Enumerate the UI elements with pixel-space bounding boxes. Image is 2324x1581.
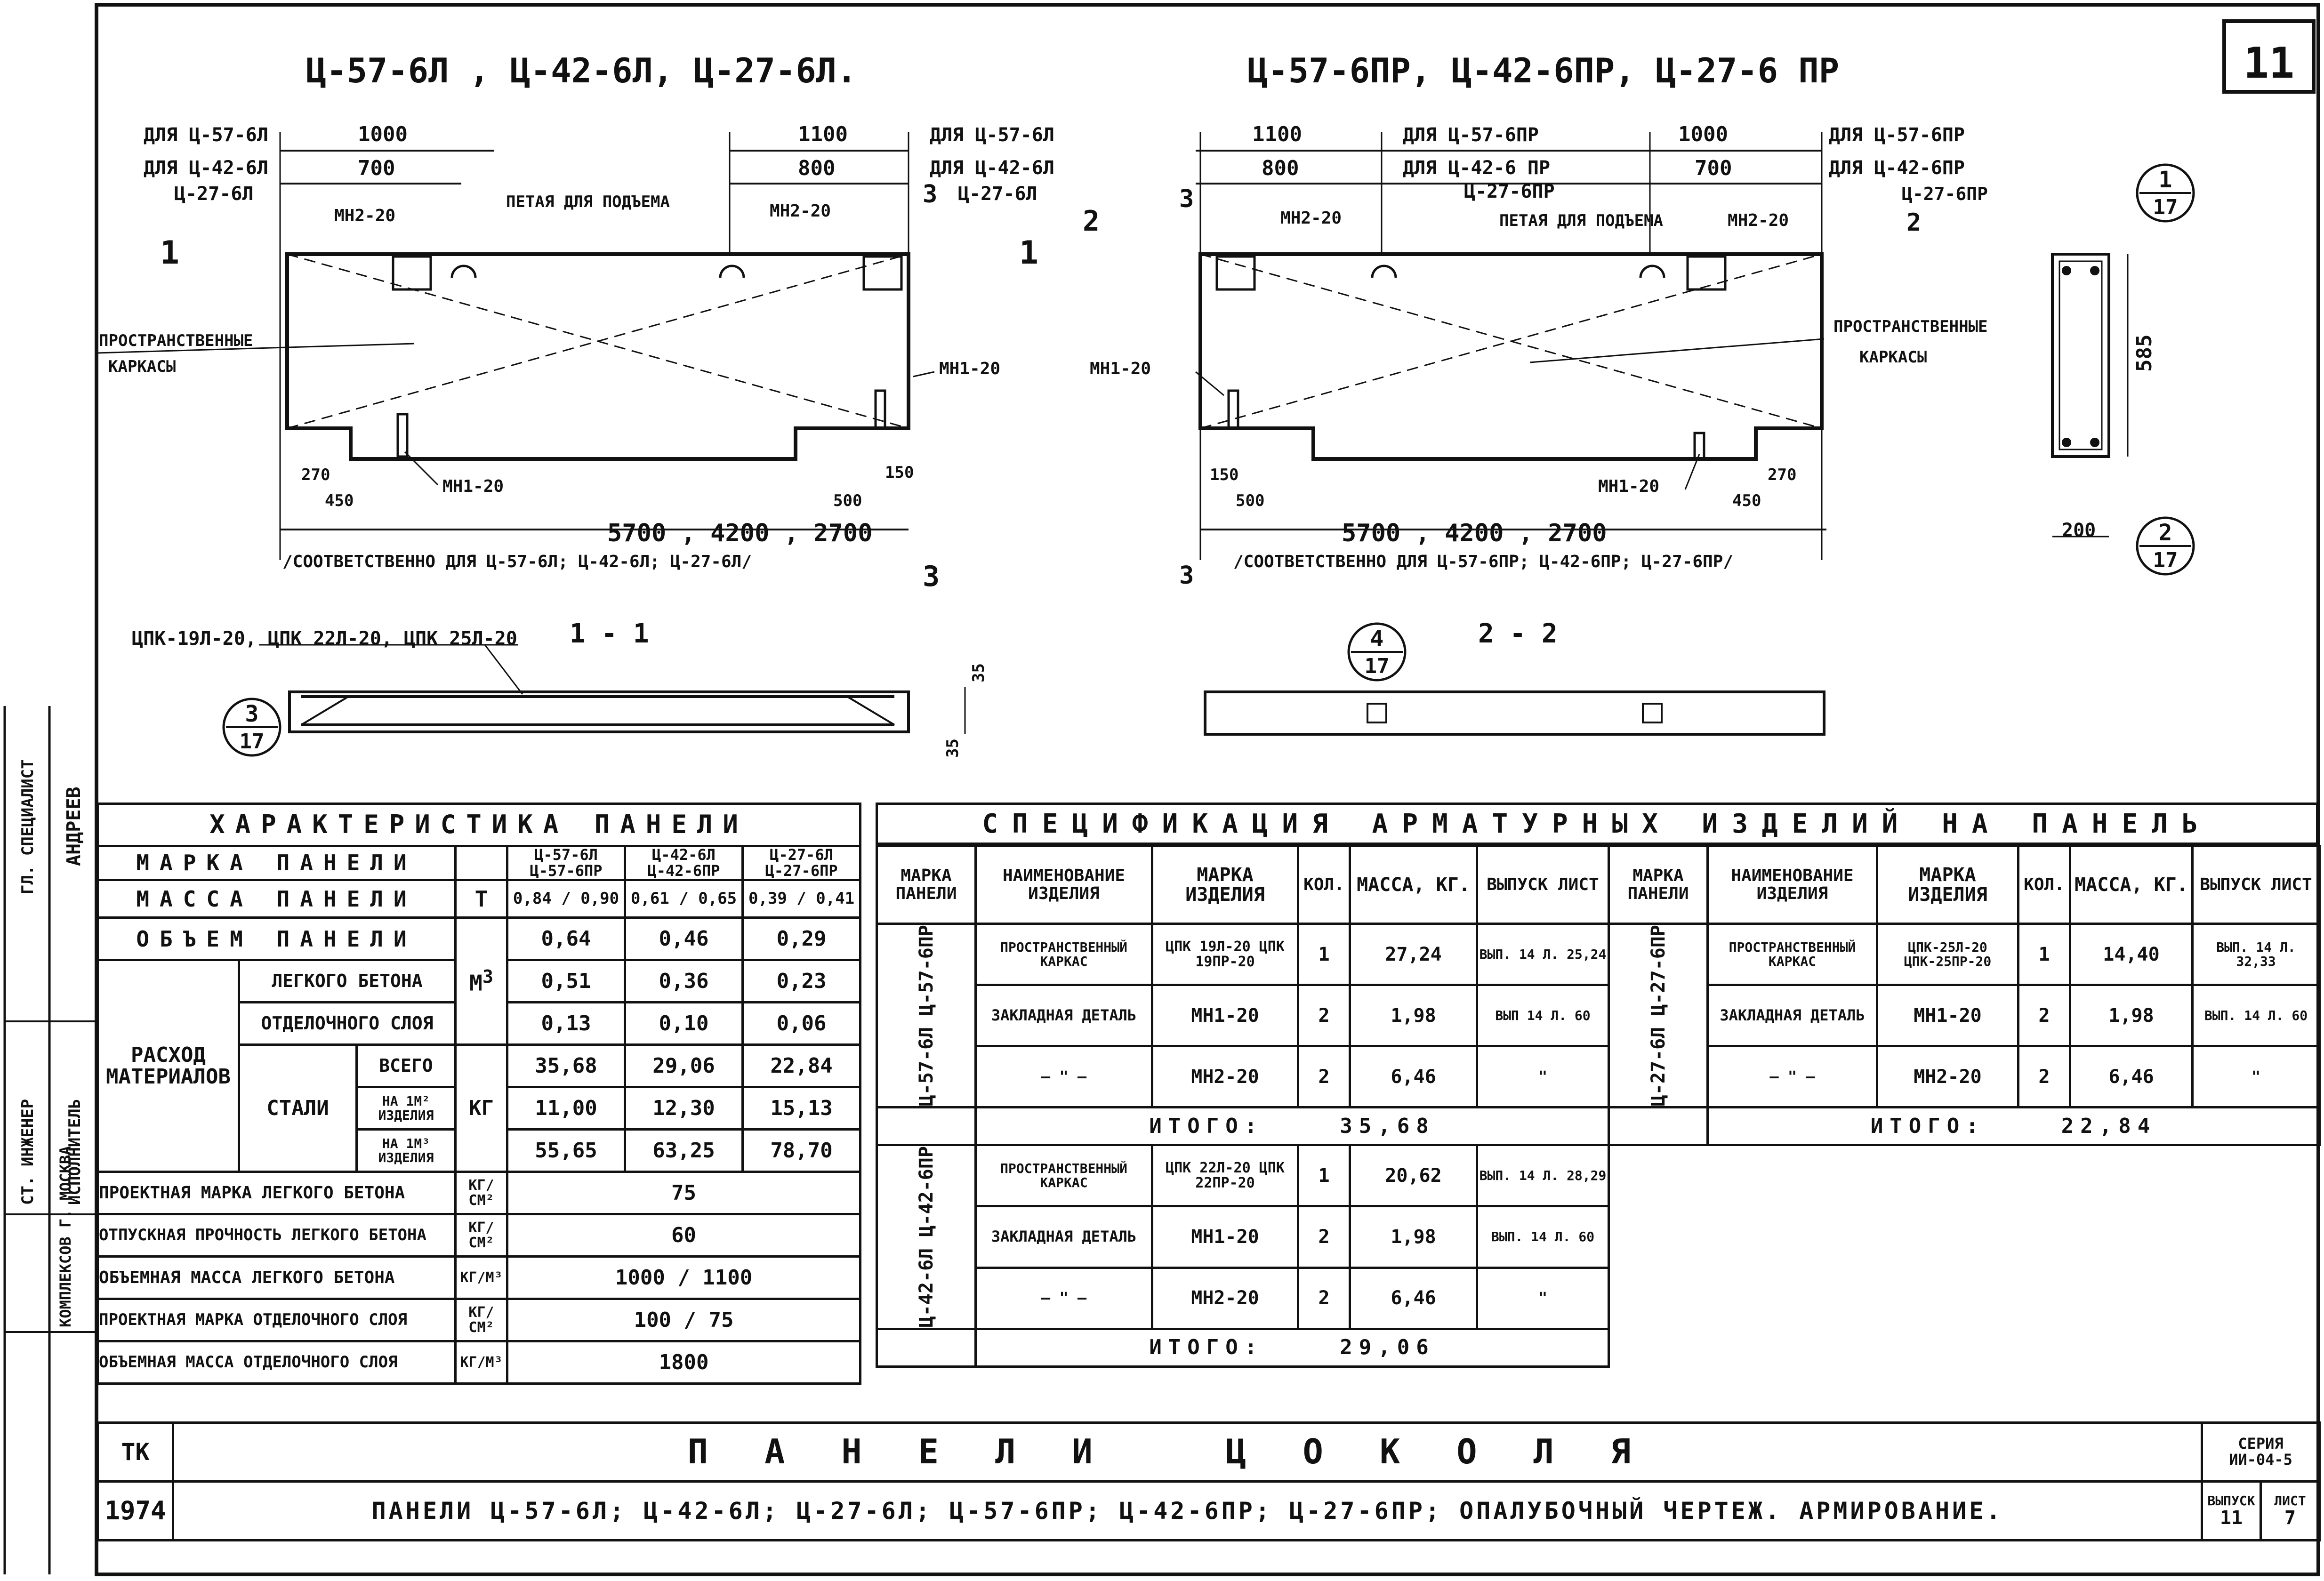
svg-text:2: 2	[1906, 209, 1921, 237]
svg-text:4: 4	[1370, 626, 1384, 652]
svg-text:ИСПОЛНИТЕЛЬ: ИСПОЛНИТЕЛЬ	[65, 1099, 84, 1205]
svg-text:МН1-20: МН1-20	[939, 359, 1000, 378]
svg-text:700: 700	[358, 156, 395, 180]
svg-text:200: 200	[2062, 520, 2096, 541]
svg-text:МН2-20: МН2-20	[334, 206, 395, 225]
svg-text:270: 270	[1768, 465, 1796, 484]
svg-text:ДЛЯ Ц-57-6ПР: ДЛЯ Ц-57-6ПР	[1403, 124, 1539, 146]
svg-text:ДЛЯ Ц-42-6ПР: ДЛЯ Ц-42-6ПР	[1829, 157, 1965, 179]
svg-text:150: 150	[1210, 465, 1238, 484]
svg-text:ПРОСТРАНСТВЕННЫЕ: ПРОСТРАНСТВЕННЫЕ	[99, 331, 253, 350]
svg-text:2: 2	[2159, 520, 2172, 546]
side-stamp	[3, 706, 96, 1574]
svg-text:1000: 1000	[1678, 122, 1728, 146]
svg-text:МН2-20: МН2-20	[1728, 211, 1789, 230]
svg-text:Ц-27-6ПР: Ц-27-6ПР	[1464, 181, 1555, 202]
svg-text:МН2-20: МН2-20	[1280, 209, 1342, 228]
panel-cross-section	[2051, 163, 2195, 576]
right-panel-elevation	[1195, 132, 1826, 560]
left-overall-length: 5700 , 4200 , 2700	[607, 519, 873, 547]
svg-text:450: 450	[1732, 491, 1761, 510]
svg-text:17: 17	[1365, 654, 1390, 678]
svg-text:ДЛЯ Ц-57-6ПР: ДЛЯ Ц-57-6ПР	[1829, 124, 1965, 146]
svg-text:ГЛ. СПЕЦИАЛИСТ: ГЛ. СПЕЦИАЛИСТ	[18, 759, 37, 894]
svg-text:МН1-20: МН1-20	[1598, 477, 1659, 496]
svg-text:3: 3	[245, 701, 259, 727]
svg-text:500: 500	[833, 491, 862, 510]
right-drawing-title: Ц-57-6ПР, Ц-42-6ПР, Ц-27-6 ПР	[1247, 51, 1839, 90]
svg-text:МН1-20: МН1-20	[1090, 359, 1151, 378]
svg-text:800: 800	[798, 156, 835, 180]
svg-text:585: 585	[2132, 335, 2156, 372]
left-drawing-title: Ц-57-6Л , Ц-42-6Л, Ц-27-6Л.	[306, 51, 857, 90]
svg-text:35: 35	[943, 738, 962, 758]
sheet-border	[95, 3, 2320, 1576]
title-block-title: ПАНЕЛИ ЦОКОЛЯ	[172, 1421, 2203, 1483]
title-block-org: ТК	[96, 1421, 174, 1483]
svg-text:ДЛЯ Ц-42-6 ПР: ДЛЯ Ц-42-6 ПР	[1403, 157, 1550, 179]
svg-text:МН1-20: МН1-20	[442, 477, 504, 496]
svg-text:1100: 1100	[1252, 122, 1302, 146]
svg-text:800: 800	[1262, 156, 1299, 180]
svg-text:Ц-27-6ПР: Ц-27-6ПР	[1902, 184, 1988, 204]
specification-table-left: МАРКА ПАНЕЛИ НАИМЕНОВАНИЕ ИЗДЕЛИЯ МАРКА …	[876, 845, 1610, 1368]
svg-text:17: 17	[2153, 195, 2178, 219]
svg-text:700: 700	[1695, 156, 1732, 180]
svg-text:1: 1	[2159, 167, 2172, 193]
svg-text:ПЕТАЯ ДЛЯ ПОДЪЕМА: ПЕТАЯ ДЛЯ ПОДЪЕМА	[1499, 211, 1663, 230]
svg-text:3: 3	[1179, 185, 1194, 213]
section-1-1	[222, 644, 966, 757]
sheet-number: 11	[2244, 39, 2294, 88]
svg-text:500: 500	[1236, 491, 1264, 510]
svg-text:ПРОСТРАНСТВЕННЫЕ: ПРОСТРАНСТВЕННЫЕ	[1833, 317, 1988, 336]
title-block-subtitle: ПАНЕЛИ Ц-57-6Л; Ц-42-6Л; Ц-27-6Л; Ц-57-6…	[172, 1480, 2203, 1541]
svg-text:ДЛЯ Ц-42-6Л: ДЛЯ Ц-42-6Л	[930, 157, 1054, 179]
svg-text:3: 3	[923, 560, 940, 593]
svg-text:1000: 1000	[358, 122, 408, 146]
svg-text:Ц-27-6Л: Ц-27-6Л	[174, 183, 254, 205]
svg-text:17: 17	[2153, 548, 2178, 572]
sheet-number-box	[2222, 19, 2316, 94]
svg-text:2: 2	[1083, 205, 1100, 238]
specification-table-right: МАРКА ПАНЕЛИ НАИМЕНОВАНИЕ ИЗДЕЛИЯ МАРКА …	[1608, 845, 2321, 1147]
svg-text:ДЛЯ Ц-57-6Л: ДЛЯ Ц-57-6Л	[144, 124, 268, 146]
svg-text:ПЕТАЯ ДЛЯ ПОДЪЕМА: ПЕТАЯ ДЛЯ ПОДЪЕМА	[506, 193, 670, 211]
right-overall-length: 5700 , 4200 , 2700	[1342, 519, 1607, 547]
svg-text:3: 3	[1179, 562, 1194, 590]
section-1-1-label: ЦПК-19Л-20, ЦПК 22Л-20, ЦПК 25Л-20	[132, 628, 517, 650]
svg-text:35: 35	[969, 663, 988, 682]
svg-text:ДЛЯ Ц-57-6Л: ДЛЯ Ц-57-6Л	[930, 124, 1054, 146]
svg-text:ДЛЯ Ц-42-6Л: ДЛЯ Ц-42-6Л	[144, 157, 268, 179]
right-length-note: /СООТВЕТСТВЕННО ДЛЯ Ц-57-6ПР; Ц-42-6ПР; …	[1233, 552, 1733, 571]
title-block-year: 1974	[96, 1480, 174, 1541]
svg-text:270: 270	[301, 465, 330, 484]
svg-text:3: 3	[923, 180, 937, 209]
svg-text:КАРКАСЫ: КАРКАСЫ	[1859, 348, 1927, 367]
svg-text:АНДРЕЕВ: АНДРЕЕВ	[63, 786, 85, 866]
svg-text:Ц-27-6Л: Ц-27-6Л	[958, 183, 1037, 205]
svg-text:450: 450	[325, 491, 354, 510]
left-length-note: /СООТВЕТСТВЕННО ДЛЯ Ц-57-6Л; Ц-42-6Л; Ц-…	[282, 552, 752, 571]
section-1-1-title: 1 - 1	[570, 618, 649, 649]
left-panel-elevation	[96, 132, 935, 560]
svg-text:17: 17	[240, 730, 265, 754]
characteristics-table: ХАРАКТЕРИСТИКА ПАНЕЛИ МАРКА ПАНЕЛИ Ц-57-…	[96, 803, 862, 1385]
specification-title: СПЕЦИФИКАЦИЯ АРМАТУРНЫХ ИЗДЕЛИЙ НА ПАНЕЛ…	[876, 803, 2318, 845]
section-2-2-title: 2 - 2	[1478, 618, 1558, 649]
section-2-2	[1204, 622, 1825, 736]
svg-text:СТ. ИНЖЕНЕР: СТ. ИНЖЕНЕР	[18, 1099, 37, 1205]
svg-text:150: 150	[885, 463, 914, 482]
characteristics-title: ХАРАКТЕРИСТИКА ПАНЕЛИ	[96, 803, 862, 847]
svg-text:1: 1	[1019, 234, 1038, 272]
svg-text:КАРКАСЫ: КАРКАСЫ	[108, 357, 176, 376]
svg-text:КОМПЛЕКСОВ Г. МОСКВА: КОМПЛЕКСОВ Г. МОСКВА	[56, 1146, 74, 1327]
svg-text:1: 1	[160, 234, 179, 272]
svg-text:МН2-20: МН2-20	[770, 201, 831, 221]
svg-text:1100: 1100	[798, 122, 848, 146]
